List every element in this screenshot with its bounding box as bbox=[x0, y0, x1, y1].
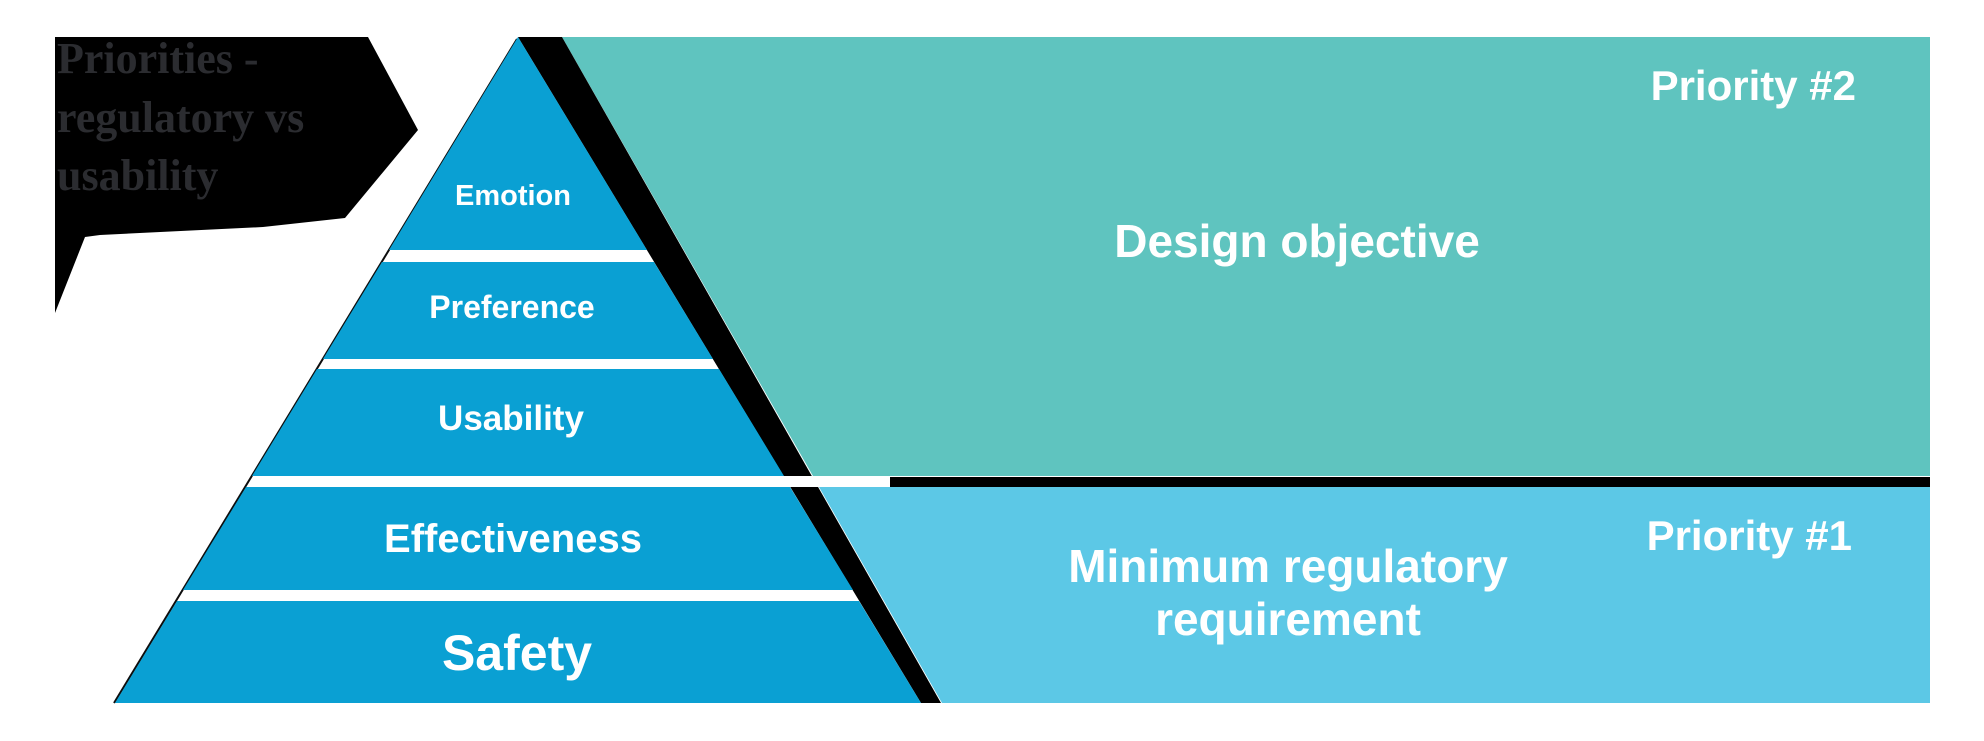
pyramid-label-emotion: Emotion bbox=[455, 180, 571, 212]
pyramid-label-safety: Safety bbox=[442, 625, 592, 681]
pyramid-layer-effectiveness bbox=[183, 487, 853, 590]
priority-2-label: Priority #2 bbox=[1651, 62, 1856, 109]
regulatory-label-line-2: requirement bbox=[1155, 593, 1421, 645]
pyramid-label-effectiveness: Effectiveness bbox=[384, 517, 642, 561]
title-line-2: regulatory vs bbox=[57, 93, 304, 142]
pyramid-layer-preference bbox=[323, 262, 713, 359]
pyramid-label-usability: Usability bbox=[438, 399, 584, 438]
priority-1-label: Priority #1 bbox=[1647, 512, 1852, 559]
design-objective-region bbox=[562, 37, 1930, 476]
pyramid-layer-safety bbox=[115, 601, 921, 703]
title-block bbox=[55, 37, 418, 313]
regulatory-requirement-region bbox=[819, 487, 1930, 703]
pyramid-right-edge-stroke bbox=[518, 37, 941, 703]
pyramid-layer-emotion bbox=[389, 37, 647, 250]
design-objective-label: Design objective bbox=[1114, 215, 1480, 267]
region-separator-line bbox=[890, 477, 1930, 487]
regulatory-label-line-1: Minimum regulatory bbox=[1068, 540, 1508, 592]
pyramid-label-preference: Preference bbox=[429, 289, 594, 325]
title-line-3: usability bbox=[57, 151, 218, 200]
pyramid-layer-usability bbox=[252, 369, 784, 476]
title-line-1: Priorities - bbox=[57, 34, 259, 83]
divider-white-gap bbox=[600, 476, 890, 487]
